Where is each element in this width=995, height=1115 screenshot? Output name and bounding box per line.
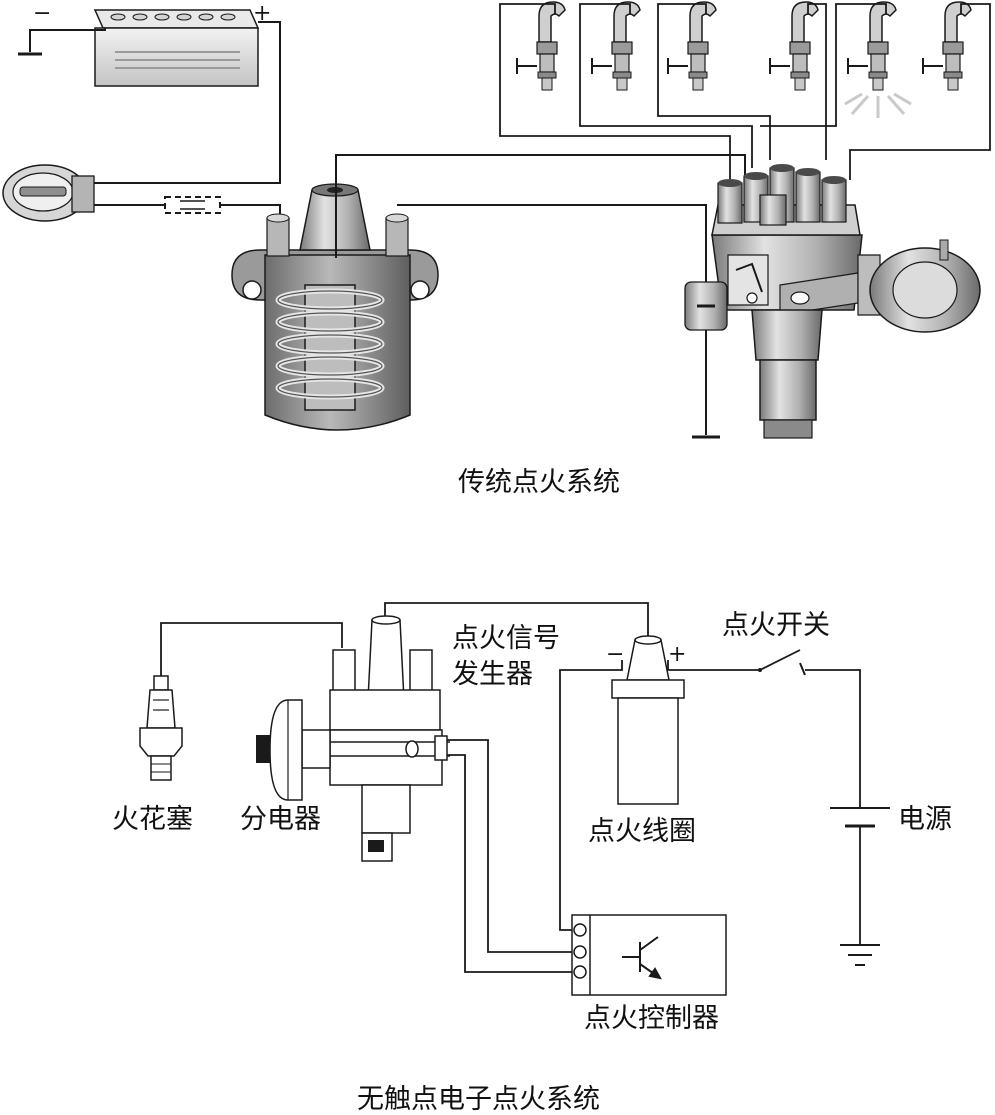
distributor-label: 分电器 [240, 804, 321, 835]
ignition-switch-label: 点火开关 [722, 610, 830, 641]
resistor-icon [164, 196, 221, 214]
battery-plus-sign: + [253, 1, 271, 26]
spark-plugs-row [516, 1, 972, 118]
transistor-icon [622, 936, 662, 980]
ignition-switch-icon [2, 164, 95, 222]
signal-generator-label-line2: 发生器 [452, 659, 533, 690]
spark-plug-3 [667, 1, 717, 91]
spark-plug-5 [847, 1, 897, 91]
coil-minus-sign: − [606, 642, 624, 667]
distributor-cutaway [684, 164, 981, 439]
ignition-controller-label: 点火控制器 [584, 1003, 719, 1034]
ignition-coil-label: 点火线圈 [588, 816, 696, 847]
power-supply-label: 电源 [898, 804, 952, 835]
spark-plug-6 [922, 1, 972, 91]
battery [93, 9, 260, 87]
spark-plug-2 [591, 1, 641, 91]
electronic-ignition-section: − + 火花塞 分电器 点火信号 发生器 点火开关 点火线圈 电源 点火控制器 … [112, 602, 952, 1115]
ignition-controller-box [571, 914, 727, 996]
battery-minus-sign: − [33, 1, 51, 26]
spark-plug-icon [139, 675, 183, 781]
electronic-system-caption: 无触点电子点火系统 [357, 1084, 600, 1115]
ignition-coil-icon [611, 635, 685, 805]
spark-glow-icon [844, 92, 912, 118]
ignition-coil-cutaway [231, 183, 439, 431]
signal-generator-label-line1: 点火信号 [452, 623, 560, 654]
traditional-system-caption: 传统点火系统 [458, 467, 620, 498]
spark-plug-label: 火花塞 [112, 804, 193, 835]
traditional-ignition-section: − + [2, 1, 991, 498]
spark-plug-4 [769, 1, 819, 91]
distributor-icon [256, 615, 450, 862]
spark-plug-1 [516, 1, 566, 91]
coil-plus-sign: + [668, 642, 686, 667]
